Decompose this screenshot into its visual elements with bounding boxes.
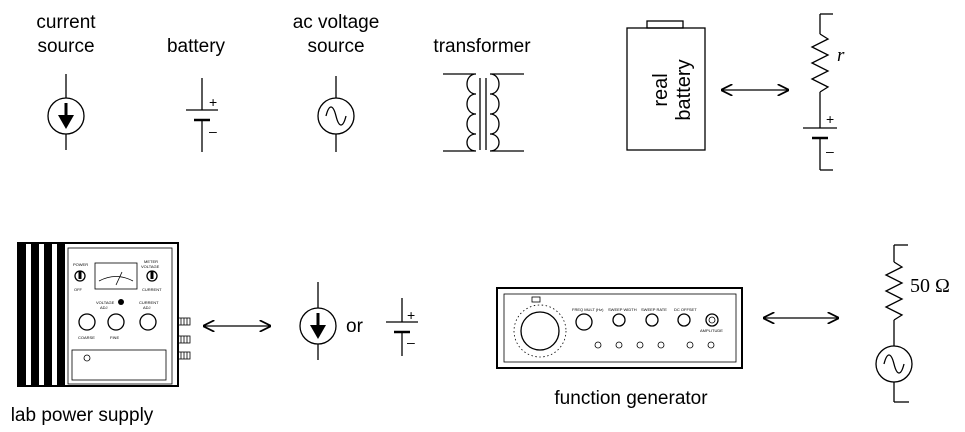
svg-text:POWER: POWER	[73, 262, 88, 267]
svg-text:SWEEP RATE: SWEEP RATE	[641, 307, 667, 312]
current-source-symbol	[47, 74, 85, 150]
function-generator-label: function generator	[554, 388, 708, 409]
svg-text:ADJ: ADJ	[100, 305, 108, 310]
lab-power-supply-illustration: POWER OFF METER VOLTAGE CURRENT VOLTAGE …	[17, 242, 191, 387]
battery-symbol: + –	[186, 78, 218, 152]
function-generator-illustration: FREQ MULT (Hz) SWEEP WIDTH SWEEP RATE DC…	[496, 287, 743, 369]
transformer-symbol	[443, 73, 524, 152]
battery-label: battery	[167, 36, 226, 57]
function-generator-equivalent-circuit: 50 Ω	[875, 244, 950, 403]
svg-text:ADJ: ADJ	[143, 305, 151, 310]
real-battery-icon: real battery	[626, 20, 706, 151]
battery2-minus: –	[407, 334, 415, 350]
current-source-label-line1: current	[36, 12, 96, 33]
ac-source-label-line2: source	[307, 36, 364, 57]
real-battery-plus: +	[826, 111, 834, 127]
battery-symbol-2: + –	[386, 298, 418, 356]
svg-text:SWEEP WIDTH: SWEEP WIDTH	[608, 307, 637, 312]
svg-text:VOLTAGE: VOLTAGE	[96, 300, 115, 305]
ac-source-label-line1: ac voltage	[293, 12, 380, 33]
current-source-label: current source	[36, 12, 96, 57]
ac-voltage-source-label: ac voltage source	[293, 12, 380, 57]
real-battery-minus: –	[826, 143, 834, 159]
ac-source-symbol	[317, 76, 355, 152]
or-label: or	[346, 316, 364, 337]
svg-text:AMPLITUDE: AMPLITUDE	[700, 328, 723, 333]
battery-minus: –	[209, 123, 217, 139]
svg-text:METER: METER	[144, 259, 158, 264]
battery-with-internal-resistance: r + –	[803, 13, 845, 171]
battery-plus: +	[209, 94, 217, 110]
svg-text:DC OFFSET: DC OFFSET	[674, 307, 697, 312]
battery2-plus: +	[407, 307, 415, 323]
transformer-label: transformer	[433, 36, 531, 57]
svg-text:VOLTAGE: VOLTAGE	[141, 264, 160, 269]
lab-power-supply-label: lab power supply	[11, 405, 154, 426]
real-battery-label-line1: real	[650, 73, 672, 106]
resistor-r-label: r	[837, 45, 845, 66]
current-source-symbol-2	[299, 282, 337, 360]
svg-text:CURRENT: CURRENT	[139, 300, 159, 305]
svg-text:COARSE: COARSE	[78, 335, 95, 340]
svg-text:OFF: OFF	[74, 287, 83, 292]
resistance-50-ohm-label: 50 Ω	[910, 275, 950, 297]
current-source-label-line2: source	[37, 36, 94, 57]
svg-text:FREQ MULT (Hz): FREQ MULT (Hz)	[572, 307, 604, 312]
svg-text:FINE: FINE	[110, 335, 119, 340]
real-battery-label-line2: battery	[673, 59, 695, 120]
svg-text:CURRENT: CURRENT	[142, 287, 162, 292]
